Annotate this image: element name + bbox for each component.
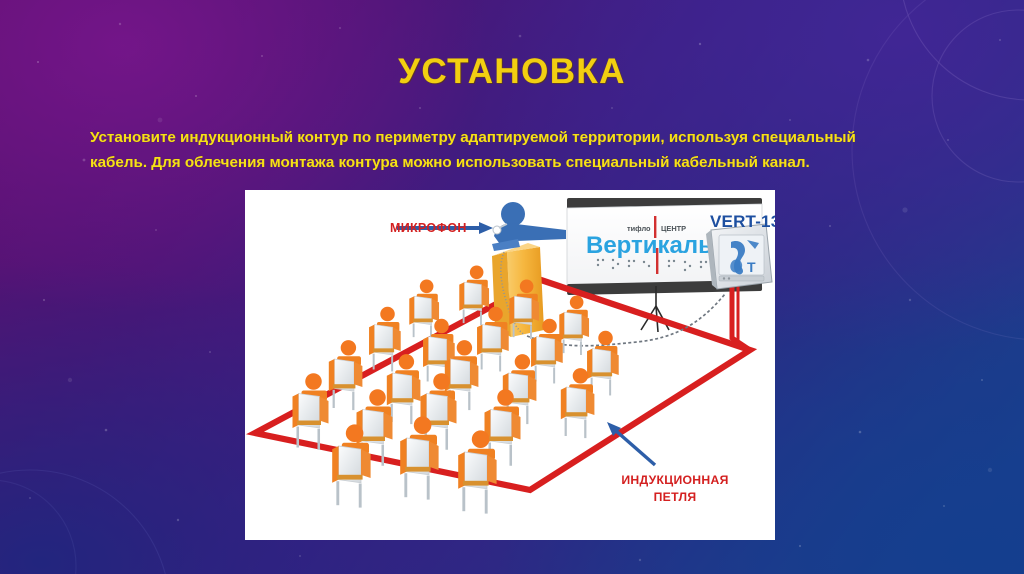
microphone-label: МИКРОФОН [390, 221, 467, 235]
loop-label-line-1: ИНДУКЦИОННАЯ [621, 473, 729, 487]
audience-seating [292, 265, 619, 514]
logo-word-main: Вертикаль [586, 232, 713, 259]
seat-row [328, 340, 595, 439]
body-line-2: кабель. Для облечения монтажа контура мо… [90, 154, 810, 171]
page-title: УСТАНОВКА [398, 52, 626, 91]
hearing-loop-ear-icon: T [730, 240, 759, 275]
induction-loop-label: ИНДУКЦИОННАЯ ПЕТЛЯ [595, 472, 755, 506]
induction-loop-diagram: тифло ЦЕНТР Вертикаль [245, 198, 773, 514]
logo-word-centr: ЦЕНТР [661, 224, 686, 233]
logo-word-tiflo: тифло [627, 224, 651, 233]
microphone-arrow [397, 222, 493, 234]
body-paragraph: Установите индукционный контур по периме… [90, 125, 945, 175]
logo-vertikal: тифло ЦЕНТР Вертикаль [586, 216, 713, 274]
diagram-panel: тифло ЦЕНТР Вертикаль [245, 190, 775, 540]
loop-label-line-2: ПЕТЛЯ [653, 490, 697, 504]
hearing-loop-device: T [706, 223, 773, 290]
device-model-label: VERT-135 [710, 212, 775, 231]
speaker-figure [492, 202, 566, 251]
microphone-icon [492, 223, 508, 235]
device-t-letter: T [747, 259, 756, 275]
loop-arrow [607, 422, 657, 467]
seat-row [332, 416, 497, 514]
seat-row [369, 306, 619, 396]
body-line-1: Установите индукционный контур по периме… [90, 129, 856, 146]
seat-row [409, 265, 590, 355]
